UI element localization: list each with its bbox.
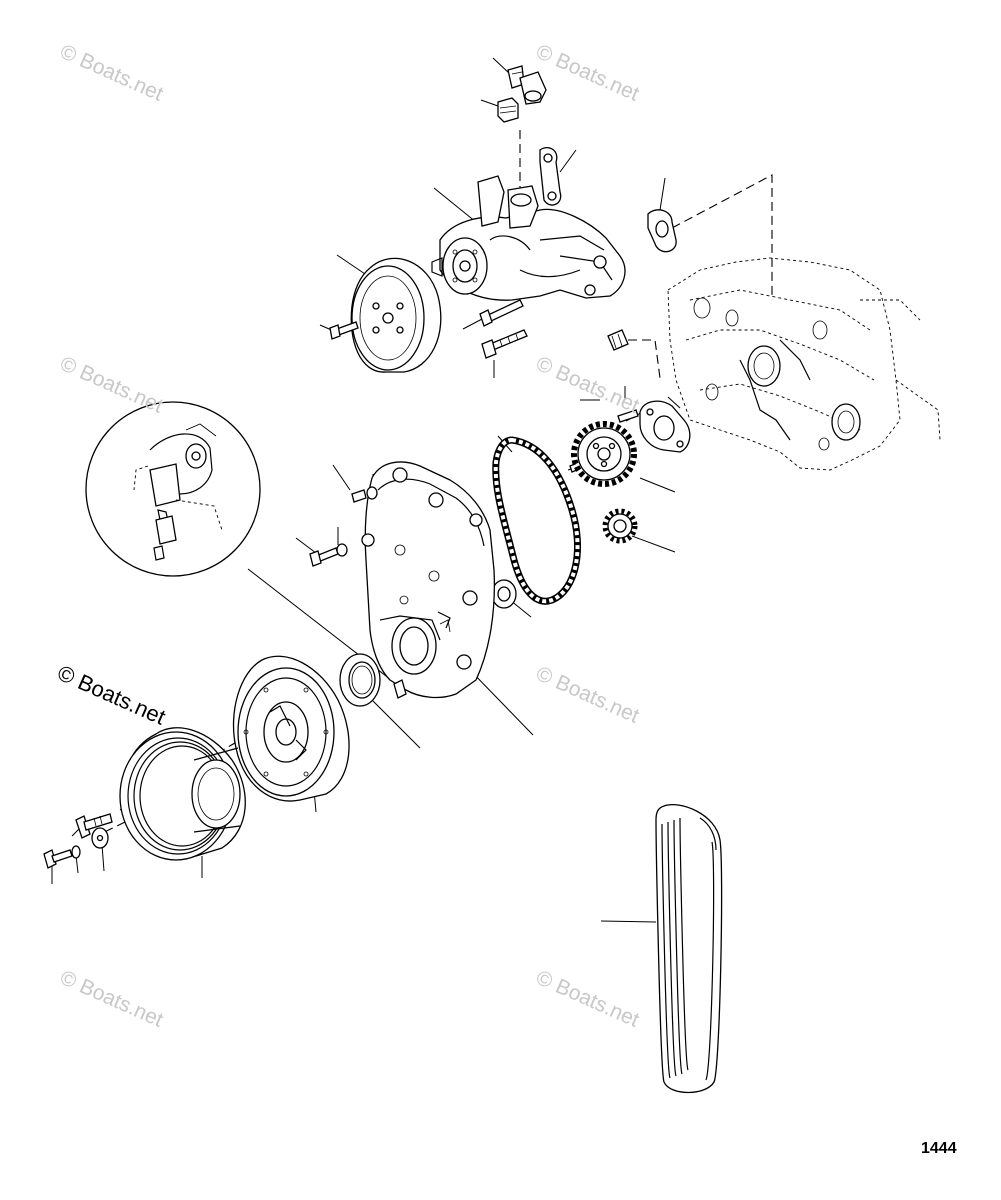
- washer-chain: [491, 579, 517, 609]
- gasket-small: [647, 209, 677, 253]
- seal-cover: [339, 653, 381, 707]
- serpentine-belt: [655, 804, 723, 1094]
- stud-pump: [481, 329, 528, 359]
- diagram-number: 1444: [921, 1140, 957, 1157]
- plug: [497, 97, 519, 123]
- cover-stud: [393, 679, 407, 699]
- cover-bolts: [309, 486, 378, 567]
- bolt-pump: [479, 299, 524, 327]
- crank-bolts: [43, 813, 113, 869]
- damper: [232, 655, 350, 802]
- pulley-water-pump: [350, 257, 442, 373]
- fitting-elbow: [507, 65, 547, 105]
- plug-block: [607, 329, 629, 351]
- timing-cover: [361, 461, 495, 699]
- engine-block: [667, 257, 941, 471]
- water-pump: [431, 175, 626, 301]
- cam-sprocket: [571, 421, 637, 487]
- thrust-plate: [639, 400, 691, 453]
- crank-sprocket: [602, 508, 638, 544]
- gasket-pump-top: [539, 147, 562, 206]
- crank-pulley: [119, 727, 246, 861]
- bolt-pulley: [329, 321, 359, 340]
- sensor-detail: [85, 401, 261, 577]
- timing-chain: [492, 436, 581, 605]
